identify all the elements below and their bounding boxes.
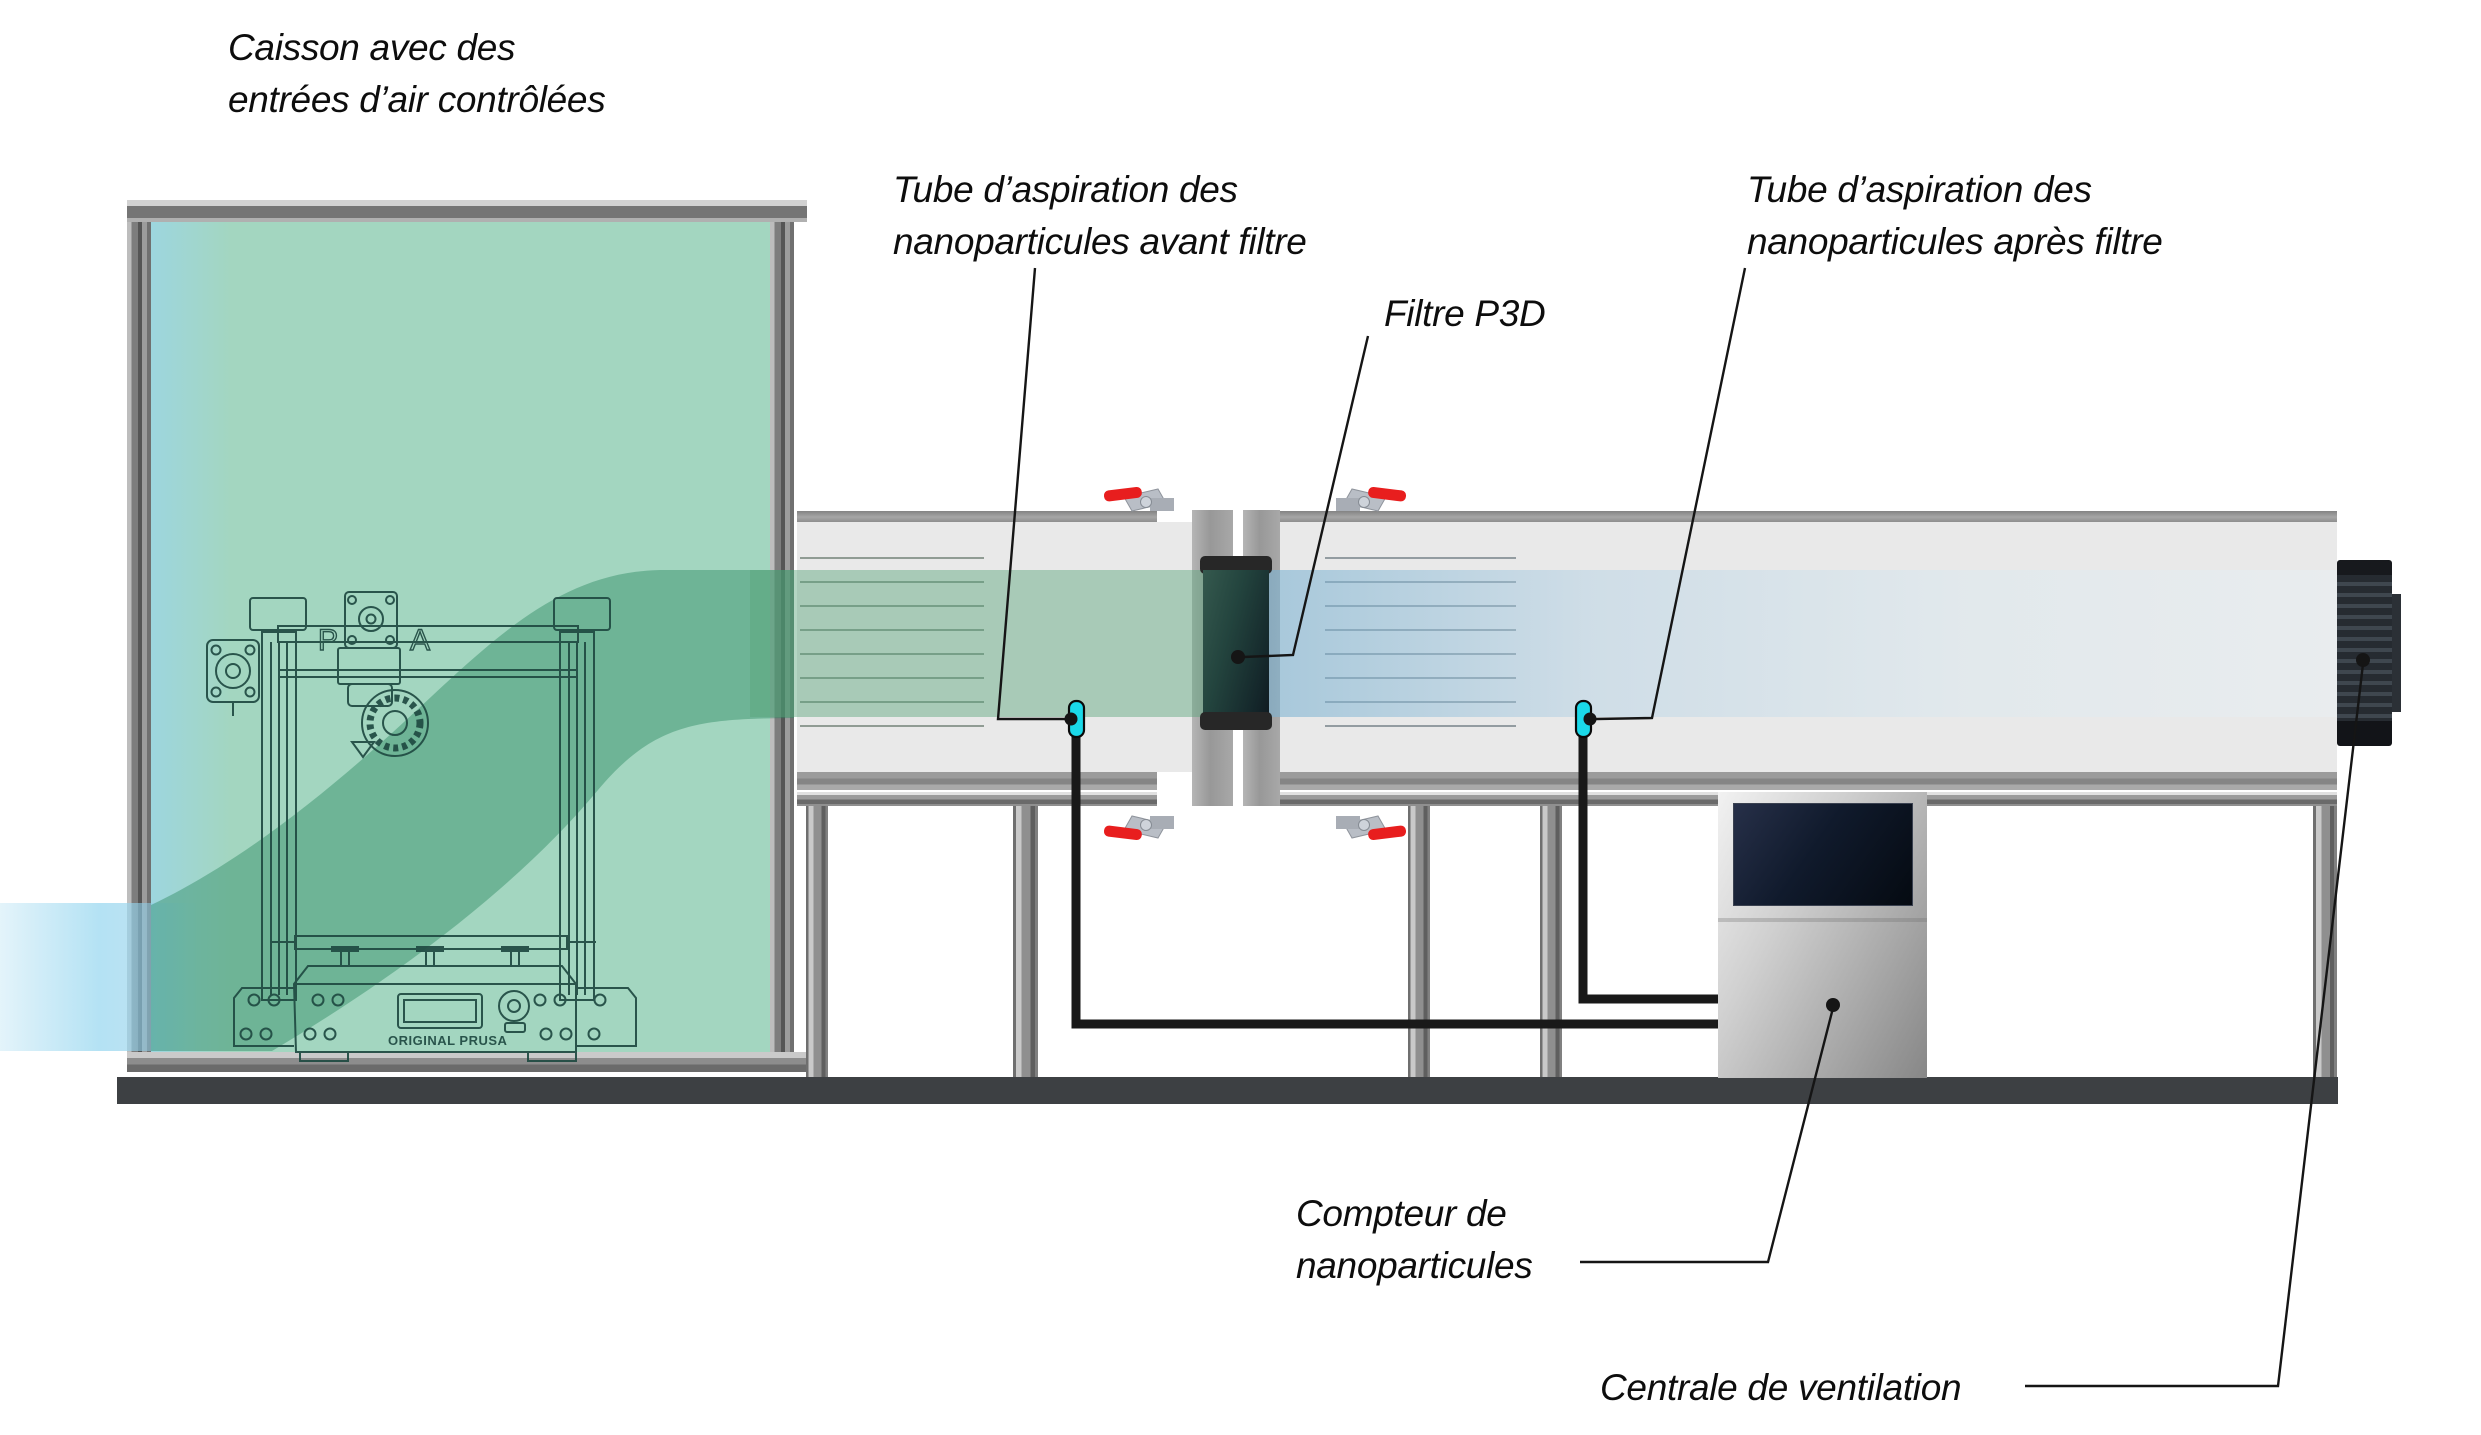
filtre-label: Filtre P3D	[1384, 293, 1546, 334]
filter-p3d-block	[1203, 570, 1269, 714]
vent-top-cap	[2337, 560, 2392, 575]
tube-apres-label-line1: Tube d’aspiration des	[1747, 169, 2092, 210]
counter-panel-seam	[1718, 918, 1927, 922]
vent-side-tab	[2392, 594, 2401, 712]
valve-bottom-right	[1335, 815, 1408, 842]
duct-leg	[2313, 806, 2337, 1077]
flow-band-after-filter	[1269, 570, 2337, 717]
tube-apres-label: Tube d’aspiration des nanoparticules apr…	[1747, 164, 2163, 268]
nanoparticle-counter	[1718, 792, 1927, 1078]
compteur-label-line1: Compteur de	[1296, 1193, 1507, 1234]
caisson-bottom-beam	[127, 1052, 807, 1072]
caisson-top-beam	[127, 200, 807, 222]
ventilation-unit	[2337, 560, 2392, 746]
floor-bar	[117, 1077, 2338, 1104]
caisson-label: Caisson avec des entrées d’air contrôlée…	[228, 22, 606, 126]
tube-avant-label: Tube d’aspiration des nanoparticules ava…	[893, 164, 1307, 268]
filter-bottom-cap	[1200, 712, 1272, 730]
duct1-support-rail	[797, 792, 1157, 806]
duct-leg	[1013, 806, 1038, 1077]
flow-band-before-filter	[750, 570, 1203, 717]
centrale-label: Centrale de ventilation	[1600, 1367, 1962, 1408]
vent-bottom-cap	[2337, 721, 2392, 746]
caisson-right-frame	[770, 222, 794, 1052]
duct2-top-rail	[1280, 511, 2337, 522]
duct-leg	[806, 806, 828, 1077]
duct1-top-rail	[797, 511, 1157, 522]
duct-leg	[1408, 806, 1430, 1077]
valve-bottom-left	[1102, 815, 1175, 842]
tube-apres-label-line2: nanoparticules après filtre	[1747, 221, 2163, 262]
valve-top-left	[1102, 485, 1175, 512]
tube-avant-label-line2: nanoparticules avant filtre	[893, 221, 1307, 262]
caisson-interior	[151, 222, 770, 1052]
duct1-interior	[797, 522, 1192, 772]
duct1-bottom-rail	[797, 772, 1157, 790]
counter-screen	[1733, 803, 1913, 906]
compteur-label-line2: nanoparticules	[1296, 1245, 1533, 1286]
duct2-bottom-rail	[1280, 772, 2337, 790]
caisson-label-line1: Caisson avec des	[228, 27, 516, 68]
valve-top-right	[1335, 485, 1408, 512]
air-intake-band	[0, 903, 198, 1051]
compteur-label: Compteur de nanoparticules	[1296, 1188, 1533, 1292]
duct-leg	[1540, 806, 1562, 1077]
caisson-label-line2: entrées d’air contrôlées	[228, 79, 606, 120]
vent-louvers	[2337, 575, 2392, 721]
tube-avant-label-line1: Tube d’aspiration des	[893, 169, 1238, 210]
